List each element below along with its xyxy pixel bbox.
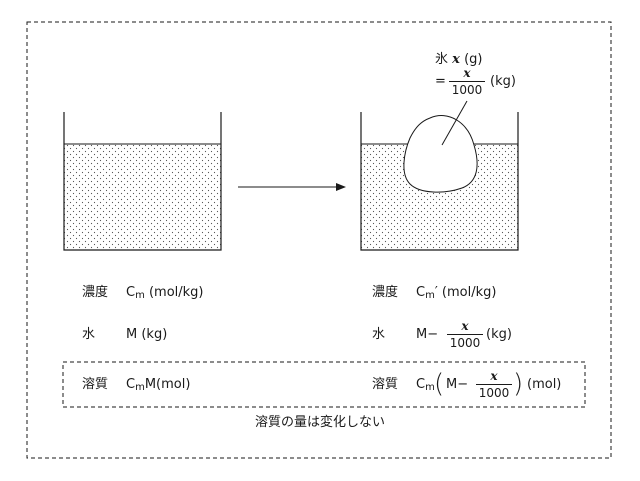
after-water-label: 水 <box>372 327 386 342</box>
water-fraction-bar <box>447 334 483 335</box>
after-solute-unit: (mol) <box>527 377 562 392</box>
caption: 溶質の量は変化しない <box>254 415 385 430</box>
ice-block <box>403 115 478 193</box>
ice-unit-g: (g) <box>464 52 483 67</box>
before-solute-value: CmM(mol) <box>126 377 190 396</box>
outer-frame <box>26 21 612 459</box>
transition-arrow <box>238 183 346 191</box>
after-concentration-sub: m <box>425 290 435 301</box>
after-solute-sub: m <box>425 382 435 393</box>
after-concentration-label: 濃度 <box>372 285 399 300</box>
before-concentration-unit: (mol/kg) <box>148 285 204 300</box>
after-solute-c-symbol: C <box>416 377 426 392</box>
solute-fraction-denominator: 1000 <box>478 386 510 400</box>
before-solute-label: 溶質 <box>82 377 109 392</box>
ice-fraction-numerator: x <box>463 66 471 80</box>
before-solute-m: M(mol) <box>144 377 191 392</box>
ice-fraction-denominator: 1000 <box>451 83 483 97</box>
after-water-m: M− <box>416 327 439 342</box>
ice-fraction: x 1000 <box>449 66 485 97</box>
after-solute-c: Cm <box>416 377 435 396</box>
ice-label: 氷 x (g) <box>435 52 482 68</box>
before-water-value: M (kg) <box>126 327 168 342</box>
after-concentration-symbol: C <box>416 285 426 300</box>
after-solute-label: 溶質 <box>372 377 399 392</box>
after-concentration-unit: (mol/kg) <box>441 285 497 300</box>
solution-before <box>64 144 221 250</box>
beaker-before <box>63 112 222 251</box>
ice-leader-line <box>441 100 468 146</box>
ice-equals: = <box>435 74 446 89</box>
solute-fraction-bar <box>476 384 512 385</box>
before-water-label: 水 <box>82 327 96 342</box>
before-concentration-value: Cm (mol/kg) <box>126 285 204 304</box>
after-water-unit: (kg) <box>486 327 512 342</box>
ice-var: x <box>452 52 460 67</box>
before-solute-c: C <box>126 377 136 392</box>
before-solute-sub: m <box>135 382 145 393</box>
beaker-after <box>360 100 519 251</box>
ice-fraction-bar <box>449 81 485 82</box>
water-fraction-numerator: x <box>461 319 469 333</box>
ice-unit-kg: (kg) <box>490 74 516 89</box>
before-concentration-label: 濃度 <box>82 285 109 300</box>
solute-fraction: x 1000 <box>476 369 512 400</box>
after-solute-m: M− <box>446 377 469 392</box>
solute-box <box>62 361 586 408</box>
left-paren: ( <box>434 369 445 399</box>
ice-char: 氷 <box>435 52 449 67</box>
solute-fraction-numerator: x <box>490 369 498 383</box>
water-fraction-denominator: 1000 <box>449 336 481 350</box>
water-fraction: x 1000 <box>447 319 483 350</box>
before-concentration-symbol: C <box>126 285 136 300</box>
after-concentration-prime: ′ <box>434 285 438 300</box>
after-concentration-value: Cm′ (mol/kg) <box>416 285 496 304</box>
before-concentration-sub: m <box>135 290 145 301</box>
right-paren: ) <box>513 369 524 399</box>
